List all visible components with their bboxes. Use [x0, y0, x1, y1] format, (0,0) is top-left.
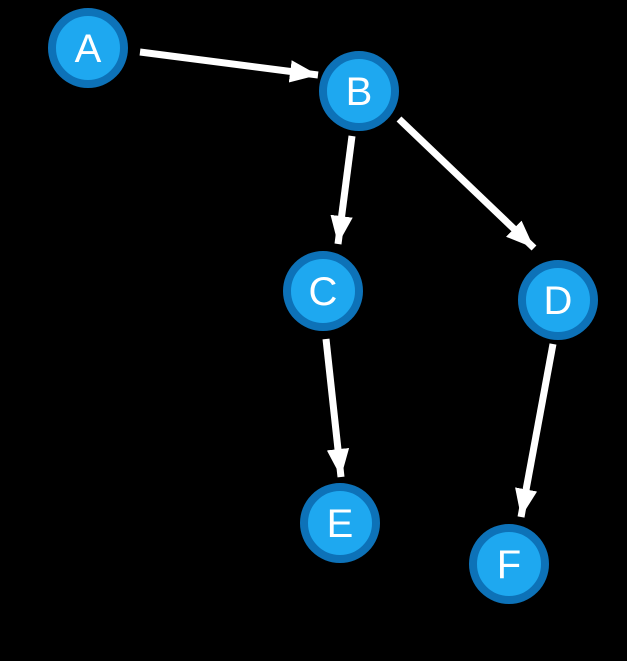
node-label-D: D — [544, 279, 573, 323]
edge-C-E — [322, 338, 350, 478]
node-label-C: C — [309, 270, 338, 314]
node-circle-F[interactable] — [469, 524, 549, 604]
node-E[interactable]: E — [300, 483, 380, 563]
edge-B-D — [396, 116, 537, 251]
node-F[interactable]: F — [469, 524, 549, 604]
node-circle-C[interactable] — [283, 251, 363, 331]
node-circle-A[interactable] — [48, 8, 128, 88]
edge-D-F — [515, 343, 557, 518]
node-C[interactable]: C — [283, 251, 363, 331]
node-D[interactable]: D — [518, 260, 598, 340]
node-label-E: E — [327, 502, 354, 546]
node-label-F: F — [497, 543, 521, 587]
node-circle-D[interactable] — [518, 260, 598, 340]
node-label-A: A — [75, 27, 102, 71]
edge-B-C — [330, 135, 356, 245]
node-circle-E[interactable] — [300, 483, 380, 563]
node-A[interactable]: A — [48, 8, 128, 88]
node-B[interactable]: B — [319, 51, 399, 131]
edge-A-B — [139, 48, 319, 83]
node-circle-B[interactable] — [319, 51, 399, 131]
node-label-B: B — [346, 70, 373, 114]
